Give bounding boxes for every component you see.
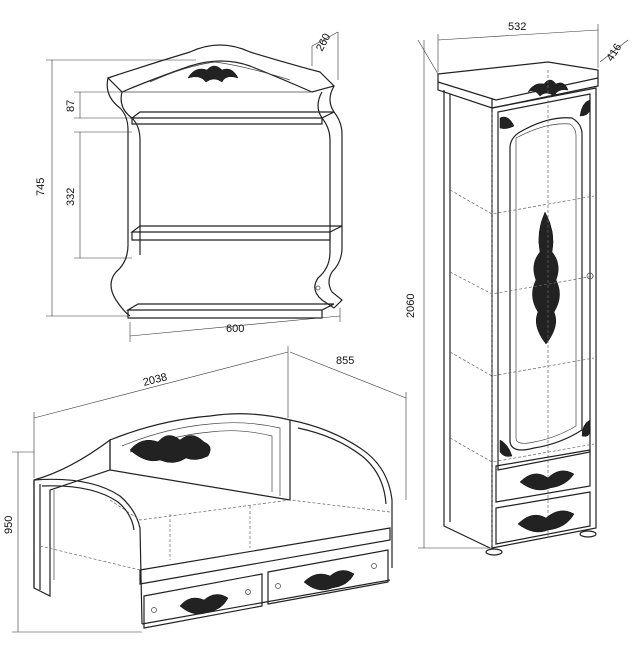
shelf-height-label: 745 [35,178,47,196]
bed-length-label: 2038 [142,371,169,389]
shelf-depth-label: 260 [314,32,333,54]
wardrobe-door-ornament [532,211,560,345]
bed-depth-label: 855 [336,355,354,367]
wardrobe [417,24,629,556]
wardrobe-width-label: 532 [508,21,526,33]
wall-shelf [46,31,343,342]
wardrobe-height-label: 2060 [405,294,417,318]
bed-headboard-ornament [129,435,211,463]
shelf-middle-gap-label: 332 [65,188,77,206]
shelf-top-gap-label: 87 [65,100,77,112]
shelf-width-label: 600 [226,323,244,335]
shelf-crown-ornament [187,65,239,83]
day-bed [12,346,407,633]
bed-height-label: 950 [3,516,15,534]
